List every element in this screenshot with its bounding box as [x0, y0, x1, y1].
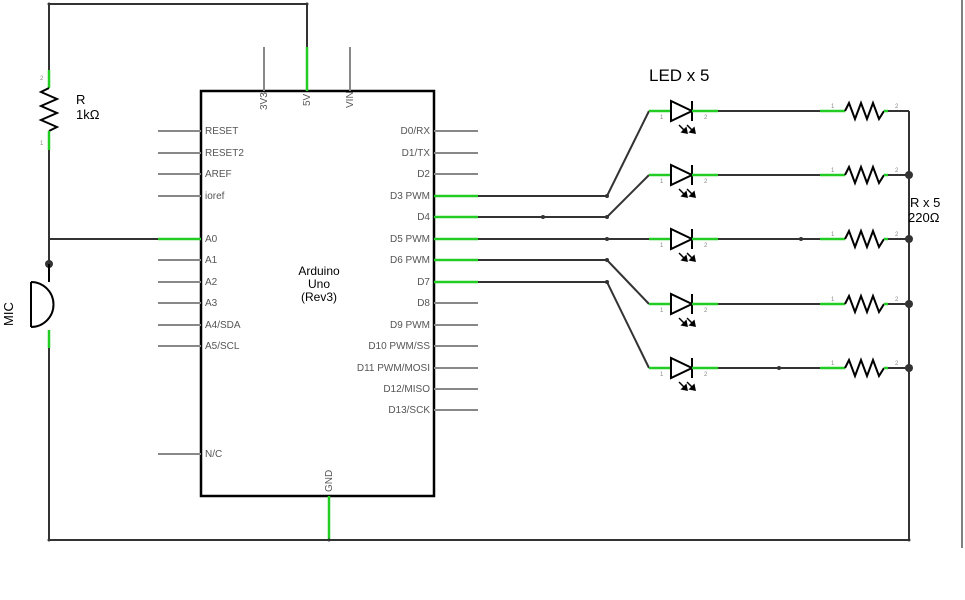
pin-label-d12: D12/MISO — [383, 384, 430, 395]
resistor-220-3: 1 2 — [820, 228, 899, 250]
pin-label-3v3: 3V3 — [259, 92, 270, 110]
pin-label-d5-pwm: D5 PWM — [390, 234, 430, 245]
pin-label-d0-rx: D0/RX — [401, 126, 431, 137]
pin-label-vin: VIN — [345, 91, 356, 108]
top-pins: 3V3 5V VIN — [259, 47, 356, 110]
right-pins: D0/RX D1/TX D2 D3 PWM D4 D5 PWM D6 PWM D… — [357, 126, 478, 416]
resistor-220-1-pin2: 2 — [895, 104, 899, 110]
resistor-220-5-pin2: 2 — [895, 361, 899, 367]
pin-label-reset2: RESET2 — [205, 148, 244, 159]
led-5-pin1: 1 — [660, 372, 664, 378]
pin-label-d7: D7 — [417, 277, 430, 288]
led-5-pin2: 2 — [704, 372, 708, 378]
pin-label-5v: 5V — [302, 93, 313, 106]
resistor-220-5: 1 2 — [820, 357, 899, 379]
resistor-220-4-pin1: 1 — [831, 297, 835, 303]
pin-label-a2: A2 — [205, 277, 218, 288]
led-1: 1 2 — [649, 99, 718, 134]
resistor-220-3-pin2: 2 — [895, 232, 899, 238]
led-3: 1 2 — [649, 227, 718, 262]
led-2: 1 2 — [649, 163, 718, 198]
pin-label-d9-pwm: D9 PWM — [390, 320, 430, 331]
resistor-r-pin2: 2 — [40, 76, 44, 82]
led-4: 1 2 — [649, 292, 718, 327]
pin-label-d10: D10 PWM/SS — [368, 341, 430, 352]
junction-dots — [45, 2, 913, 542]
led-4-pin1: 1 — [660, 308, 664, 314]
pin-label-d8: D8 — [417, 298, 430, 309]
led-3-pin1: 1 — [660, 243, 664, 249]
board-name-line2: Uno — [308, 277, 330, 291]
led-group-label: LED x 5 — [649, 66, 709, 85]
pin-label-nc: N/C — [205, 449, 222, 460]
mic: MIC — [1, 264, 55, 348]
resistor-r-pin1: 1 — [40, 141, 44, 147]
pin-label-a3: A3 — [205, 298, 218, 309]
resistor-220-2-pin1: 1 — [831, 168, 835, 174]
pin-label-reset: RESET — [205, 126, 238, 137]
mic-label: MIC — [1, 302, 16, 326]
pin-label-d1-tx: D1/TX — [402, 148, 431, 159]
left-pins: RESET RESET2 AREF ioref A0 A1 A2 A3 A4/S… — [158, 126, 244, 460]
pin-label-gnd: GND — [324, 470, 335, 492]
resistor-220-4-pin2: 2 — [895, 297, 899, 303]
resistor-group-name: R x 5 — [910, 195, 940, 210]
resistor-r: 2 1 R 1kΩ — [38, 70, 100, 150]
pin-label-aref: AREF — [205, 169, 232, 180]
board-name-line3: (Rev3) — [301, 290, 337, 304]
led-2-pin2: 2 — [704, 179, 708, 185]
led-1-pin1: 1 — [660, 115, 664, 121]
resistor-r-value: 1kΩ — [76, 107, 100, 122]
resistor-220-1-pin1: 1 — [831, 104, 835, 110]
pin-label-ioref: ioref — [205, 191, 225, 202]
led-1-pin2: 2 — [704, 115, 708, 121]
pin-label-d11: D11 PWM/MOSI — [357, 363, 430, 374]
led-4-pin2: 2 — [704, 308, 708, 314]
resistor-220-5-pin1: 1 — [831, 361, 835, 367]
pin-label-a0: A0 — [205, 234, 218, 245]
board-name-line1: Arduino — [298, 264, 340, 278]
resistor-group-value: 220Ω — [908, 210, 940, 225]
led-3-pin2: 2 — [704, 243, 708, 249]
arduino-board — [199, 89, 436, 498]
pin-label-d13: D13/SCK — [388, 405, 430, 416]
pin-label-d3-pwm: D3 PWM — [390, 191, 430, 202]
led-2-pin1: 1 — [660, 179, 664, 185]
pin-label-d2: D2 — [417, 169, 430, 180]
resistor-220-1: 1 2 — [820, 100, 899, 122]
resistor-220-2: 1 2 — [820, 164, 899, 186]
pin-label-a1: A1 — [205, 255, 218, 266]
pin-label-a4-sda: A4/SDA — [205, 320, 241, 331]
pin-label-a5-scl: A5/SCL — [205, 341, 240, 352]
resistor-r-name: R — [76, 92, 85, 107]
led-5: 1 2 — [649, 356, 718, 391]
resistor-220-2-pin2: 2 — [895, 168, 899, 174]
pin-label-d4: D4 — [417, 212, 430, 223]
pin-label-d6-pwm: D6 PWM — [390, 255, 430, 266]
wires — [48, 0, 963, 548]
resistor-220-4: 1 2 — [820, 293, 899, 315]
resistor-220-3-pin1: 1 — [831, 232, 835, 238]
